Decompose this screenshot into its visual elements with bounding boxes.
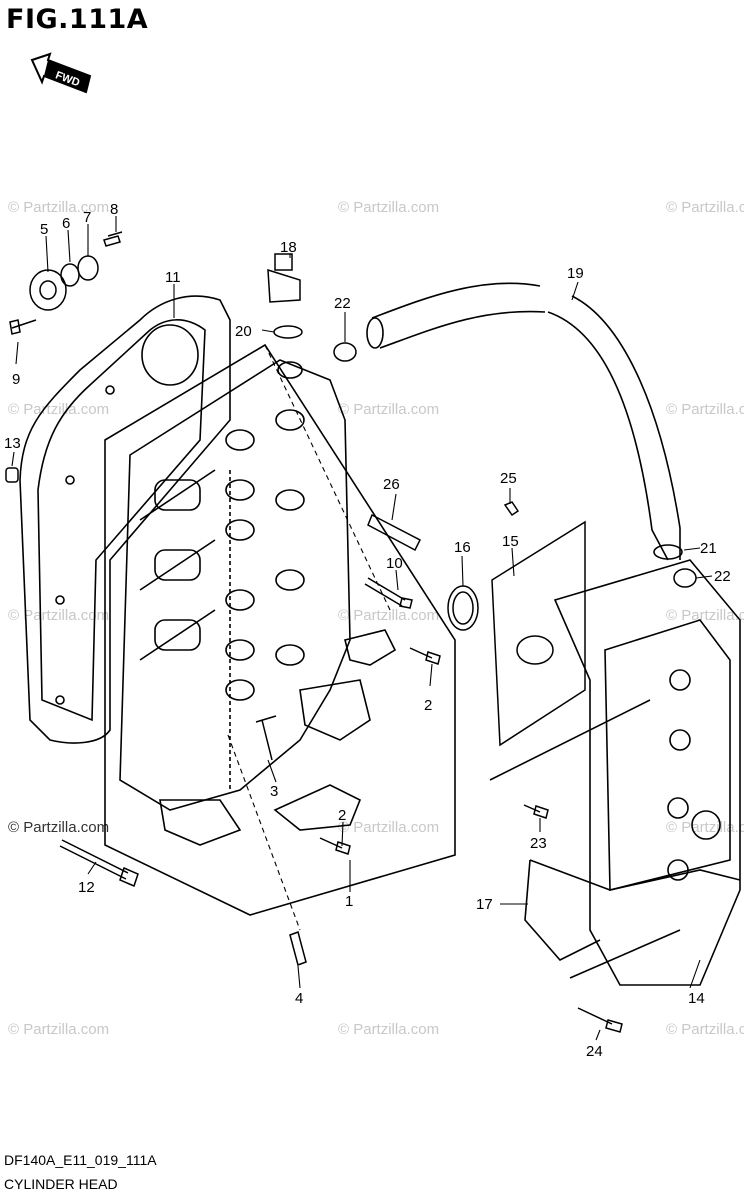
- callout: 19: [567, 265, 584, 282]
- thermostat-assembly: [9, 231, 123, 335]
- cylinder-head-cover: [489, 559, 741, 986]
- watermark: © Partzilla.com: [338, 1021, 439, 1038]
- callouts: 1 2 2 3 4 5 6 7 8 9 10 11 12 13 14 15 16…: [4, 201, 731, 1060]
- watermark: © Partzilla.com: [8, 607, 109, 624]
- callout: 3: [270, 783, 278, 800]
- callout: 15: [502, 533, 519, 550]
- watermark: © Partzilla.com: [8, 401, 109, 418]
- callout: 11: [165, 269, 181, 286]
- watermark: © Partzilla.com: [338, 607, 439, 624]
- callout: 14: [688, 990, 705, 1007]
- leader-lines: [11, 216, 713, 1041]
- watermark: © Partzilla.com: [666, 1021, 744, 1038]
- callout: 26: [383, 476, 400, 493]
- callout: 10: [386, 555, 403, 572]
- callout: 1: [345, 893, 353, 910]
- watermark: © Partzilla.com: [8, 819, 109, 836]
- callout: 24: [586, 1043, 603, 1060]
- watermark: © Partzilla.com: [666, 819, 744, 836]
- bolts: [59, 501, 623, 1033]
- cover-gasket: [491, 520, 586, 747]
- watermark: © Partzilla.com: [8, 1021, 109, 1038]
- callout: 7: [83, 209, 91, 226]
- watermark: © Partzilla.com: [338, 401, 439, 418]
- watermark: © Partzilla.com: [8, 199, 109, 216]
- callout: 23: [530, 835, 547, 852]
- callout: 21: [700, 540, 717, 557]
- callout: 6: [62, 215, 70, 232]
- callout: 22: [334, 295, 351, 312]
- callout: 9: [12, 371, 20, 388]
- callout: 4: [295, 990, 303, 1007]
- figure-code: DF140A_E11_019_111A: [4, 1152, 157, 1168]
- callout: 17: [476, 896, 493, 913]
- callout: 2: [424, 697, 432, 714]
- callout: 25: [500, 470, 517, 487]
- callout: 20: [235, 323, 252, 340]
- callout: 13: [4, 435, 21, 452]
- watermark: © Partzilla.com: [666, 199, 744, 216]
- small-parts: [5, 253, 697, 588]
- watermark: © Partzilla.com: [338, 819, 439, 836]
- water-hose: [366, 282, 683, 561]
- cylinder-head-gasket: [19, 295, 231, 744]
- figure-name: CYLINDER HEAD: [4, 1176, 118, 1192]
- callout: 8: [110, 201, 118, 218]
- watermark: © Partzilla.com: [666, 607, 744, 624]
- callout: 12: [78, 879, 95, 896]
- callout: 18: [280, 239, 297, 256]
- watermarks: © Partzilla.com © Partzilla.com © Partzi…: [8, 199, 744, 1038]
- callout: 16: [454, 539, 471, 556]
- figure-title: FIG.111A: [6, 4, 149, 35]
- callout: 22: [714, 568, 731, 585]
- callout: 2: [338, 807, 346, 824]
- callout: 5: [40, 221, 48, 238]
- watermark: © Partzilla.com: [338, 199, 439, 216]
- watermark: © Partzilla.com: [666, 401, 744, 418]
- fwd-arrow-icon: FWD: [30, 52, 92, 94]
